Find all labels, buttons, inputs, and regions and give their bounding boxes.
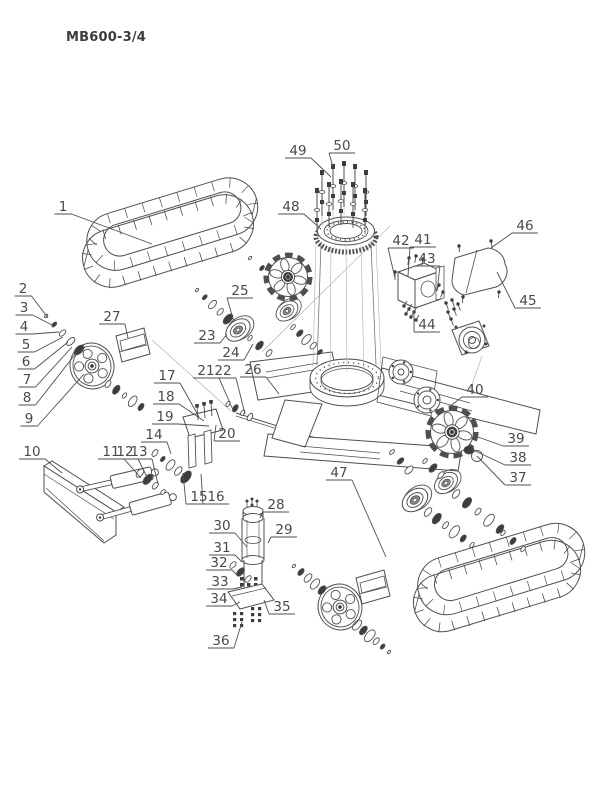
callout-number: 5: [22, 337, 31, 353]
page-title: MB600-3/4: [66, 30, 147, 45]
callout-number: 14: [145, 427, 162, 443]
callout-number: 45: [519, 293, 536, 309]
callout-number: 41: [414, 232, 431, 248]
callout-number: 50: [333, 138, 350, 154]
callout-number: 40: [466, 382, 483, 398]
callout-number: 46: [516, 218, 533, 234]
callout-number: 2: [19, 281, 28, 297]
callout-number: 3: [20, 300, 29, 316]
callout-number: 32: [210, 555, 227, 571]
callout-number: 44: [418, 317, 435, 333]
idler-wheels: [69, 342, 363, 631]
callout-number: 16: [207, 489, 224, 505]
callout-number: 42: [392, 233, 409, 249]
callout-number: 13: [130, 444, 147, 460]
callout-number: 10: [23, 444, 40, 460]
callout-number: 8: [23, 390, 32, 406]
callout-number: 7: [23, 372, 32, 388]
callout-number: 1: [59, 199, 68, 215]
dozer-blade-and-cylinders: [43, 460, 177, 544]
callout-number: 23: [198, 328, 215, 344]
callout-number: 49: [289, 143, 306, 159]
callout-number: 19: [156, 409, 173, 425]
swivel-cylinder-assembly: [227, 497, 275, 628]
callout-number: 4: [20, 319, 29, 335]
callout-number: 9: [25, 411, 34, 427]
callout-number: 38: [509, 450, 526, 466]
callout-number: 24: [222, 345, 239, 361]
hydraulic-motors: [376, 298, 490, 424]
callout-number: 33: [211, 574, 228, 590]
callout-number: 25: [231, 283, 248, 299]
callout-number: 29: [275, 522, 292, 538]
rubber-track-right: [412, 522, 586, 633]
mounting-brackets: [115, 327, 391, 605]
gearbox-assembly: [393, 254, 445, 322]
track-rollers: [225, 297, 462, 513]
callout-number: 39: [507, 431, 524, 447]
callout-number: 43: [418, 251, 435, 267]
callout-number: 31: [213, 540, 230, 556]
slewing-ring-and-bolts: [312, 161, 382, 373]
callout-number: 35: [273, 599, 290, 615]
callout-number: 36: [212, 633, 229, 649]
callout-number: 37: [509, 470, 526, 486]
fastener-hardware: [43, 255, 526, 655]
callout-number: 30: [213, 518, 230, 534]
drive-sprockets: [263, 252, 479, 459]
callout-number: 48: [282, 199, 299, 215]
callout-number: 22: [214, 363, 231, 379]
callout-number: 17: [158, 368, 175, 384]
callout-number: 11: [102, 444, 119, 460]
callout-number: 34: [210, 591, 227, 607]
rubber-track-left: [81, 177, 259, 289]
callout-number: 27: [103, 309, 120, 325]
callout-number: 47: [330, 465, 347, 481]
callout-number: 26: [244, 362, 261, 378]
callout-number: 28: [267, 497, 284, 513]
callout-number: 12: [116, 444, 133, 460]
callout-number: 20: [218, 426, 235, 442]
callout-number: 18: [157, 389, 174, 405]
cover-housing: [451, 239, 508, 304]
callout-number: 15: [190, 489, 207, 505]
callout-number: 21: [197, 363, 214, 379]
callout-number: 6: [22, 354, 31, 370]
